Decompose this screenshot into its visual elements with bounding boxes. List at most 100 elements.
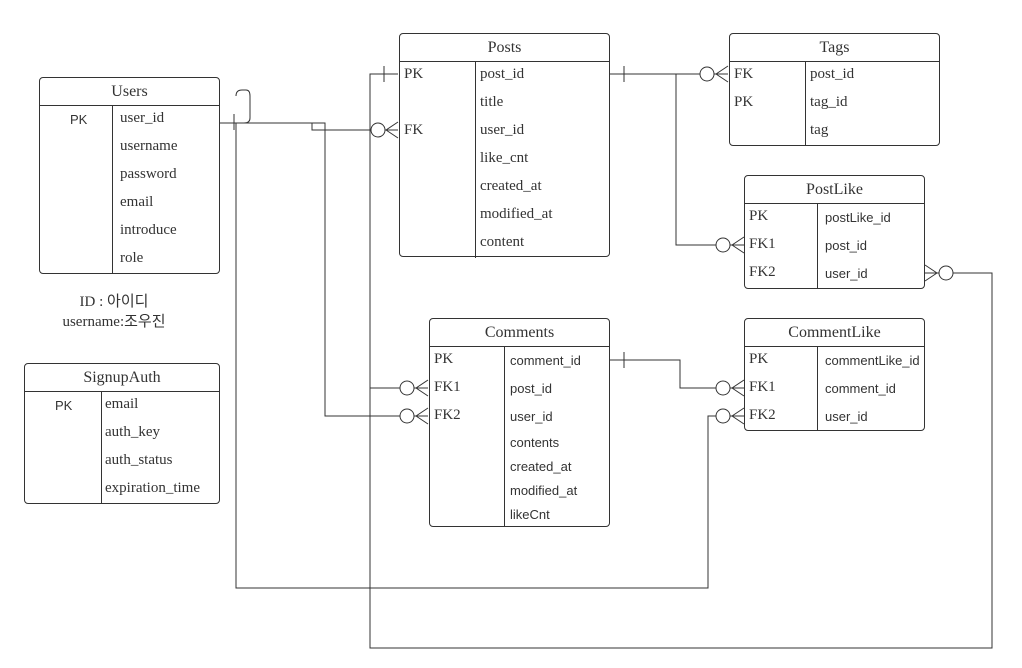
zero-mark-commentlike-fk2 bbox=[715, 408, 731, 424]
entity-posts[interactable]: Posts PK post_id title FK user_id like_c… bbox=[399, 33, 610, 258]
column-name: email bbox=[120, 194, 154, 210]
line-users-comments bbox=[312, 122, 428, 417]
entity-signupauth[interactable]: SignupAuth PK email auth_key auth_status… bbox=[24, 363, 220, 504]
entity-title: Posts bbox=[400, 34, 609, 62]
entity-comments[interactable]: Comments PK comment_id FK1 post_id FK2 u… bbox=[429, 318, 610, 527]
note-id: ID : 아이디 bbox=[79, 294, 149, 310]
table-row: title bbox=[400, 90, 609, 118]
note-username: username:조우진 bbox=[62, 314, 166, 330]
column-name: tag_id bbox=[810, 94, 848, 110]
key-label: PK bbox=[55, 398, 73, 413]
column-name: content bbox=[480, 234, 525, 250]
column-divider bbox=[817, 347, 818, 431]
line-users-posts bbox=[215, 122, 398, 131]
table-row: FK1 post_id bbox=[430, 375, 609, 403]
line-users-postlike bbox=[369, 272, 993, 649]
column-name: modified_at bbox=[480, 206, 553, 222]
column-name: role bbox=[120, 250, 144, 266]
table-row: auth_status bbox=[25, 448, 219, 476]
table-row: username bbox=[40, 134, 219, 162]
entity-commentlike[interactable]: CommentLike PK commentLike_id FK1 commen… bbox=[744, 318, 925, 431]
key-label: PK bbox=[734, 94, 754, 110]
column-name: postLike_id bbox=[825, 210, 891, 225]
table-row: modified_at bbox=[400, 202, 609, 230]
column-name: modified_at bbox=[510, 483, 578, 498]
entity-title: PostLike bbox=[745, 176, 924, 204]
key-label: PK bbox=[434, 351, 454, 367]
table-row: contents bbox=[430, 431, 609, 455]
column-name: email bbox=[105, 396, 139, 412]
column-name: expiration_time bbox=[105, 480, 200, 496]
zero-mark-commentlike-fk1 bbox=[715, 380, 731, 396]
key-label: FK bbox=[734, 66, 754, 82]
table-row: PK comment_id bbox=[430, 347, 609, 375]
entity-body: FK post_id PK tag_id tag bbox=[730, 62, 939, 146]
table-row: email bbox=[40, 190, 219, 218]
column-name: created_at bbox=[480, 178, 542, 194]
column-name: comment_id bbox=[825, 381, 896, 396]
crow-foot-comments-fk1 bbox=[415, 379, 429, 397]
table-row: PK postLike_id bbox=[745, 204, 924, 232]
crow-foot-comments-fk2 bbox=[415, 407, 429, 425]
key-label: PK bbox=[749, 208, 769, 224]
column-name: title bbox=[480, 94, 504, 110]
zero-mark-tags-fk bbox=[699, 66, 715, 82]
crow-foot-posts-fk bbox=[385, 121, 399, 139]
table-row: password bbox=[40, 162, 219, 190]
zero-mark-comments-fk2 bbox=[399, 408, 415, 424]
table-row: FK2 user_id bbox=[430, 403, 609, 431]
entity-title: Comments bbox=[430, 319, 609, 347]
entity-tags[interactable]: Tags FK post_id PK tag_id tag bbox=[729, 33, 940, 146]
column-divider bbox=[805, 62, 806, 146]
connector-bump bbox=[235, 89, 251, 124]
key-label: FK2 bbox=[749, 264, 776, 280]
key-label: FK1 bbox=[749, 379, 776, 395]
table-row: FK1 post_id bbox=[745, 232, 924, 260]
zero-mark-comments-fk1 bbox=[399, 380, 415, 396]
table-row: modified_at bbox=[430, 479, 609, 503]
entity-body: PK user_id username password email intro… bbox=[40, 106, 219, 274]
table-row: FK user_id bbox=[400, 118, 609, 146]
crow-foot-commentlike-fk2 bbox=[731, 407, 745, 425]
column-name: created_at bbox=[510, 459, 572, 474]
entity-body: PK comment_id FK1 post_id FK2 user_id co… bbox=[430, 347, 609, 527]
table-row: like_cnt bbox=[400, 146, 609, 174]
key-label: PK bbox=[749, 351, 769, 367]
zero-mark-postlike-fk1 bbox=[715, 237, 731, 253]
column-name: user_id bbox=[825, 409, 868, 424]
key-label: PK bbox=[70, 112, 88, 127]
column-divider bbox=[112, 106, 113, 274]
table-row: tag bbox=[730, 118, 939, 146]
table-row: role bbox=[40, 246, 219, 274]
key-label: FK2 bbox=[749, 407, 776, 423]
column-name: user_id bbox=[825, 266, 868, 281]
column-divider bbox=[475, 62, 476, 258]
table-row: created_at bbox=[400, 174, 609, 202]
entity-body: PK post_id title FK user_id like_cnt cre… bbox=[400, 62, 609, 258]
table-row: created_at bbox=[430, 455, 609, 479]
table-row: FK1 comment_id bbox=[745, 375, 924, 403]
entity-users[interactable]: Users PK user_id username password email… bbox=[39, 77, 220, 274]
crow-foot-postlike-fk1 bbox=[731, 236, 745, 254]
column-name: comment_id bbox=[510, 353, 581, 368]
table-row: expiration_time bbox=[25, 476, 219, 504]
table-row: PK post_id bbox=[400, 62, 609, 90]
entity-postlike[interactable]: PostLike PK postLike_id FK1 post_id FK2 … bbox=[744, 175, 925, 289]
key-label: FK1 bbox=[434, 379, 461, 395]
entity-title: SignupAuth bbox=[25, 364, 219, 392]
column-name: username bbox=[120, 138, 178, 154]
table-row: PK email bbox=[25, 392, 219, 420]
table-row: FK2 user_id bbox=[745, 260, 924, 288]
column-name: auth_key bbox=[105, 424, 160, 440]
crow-foot-tags-fk bbox=[715, 65, 729, 83]
key-label: FK2 bbox=[434, 407, 461, 423]
column-name: auth_status bbox=[105, 452, 173, 468]
table-row: PK user_id bbox=[40, 106, 219, 134]
column-name: user_id bbox=[480, 122, 525, 138]
column-divider bbox=[504, 347, 505, 527]
key-label: PK bbox=[404, 66, 424, 82]
table-row: auth_key bbox=[25, 420, 219, 448]
column-name: post_id bbox=[825, 238, 867, 253]
table-row: FK post_id bbox=[730, 62, 939, 90]
